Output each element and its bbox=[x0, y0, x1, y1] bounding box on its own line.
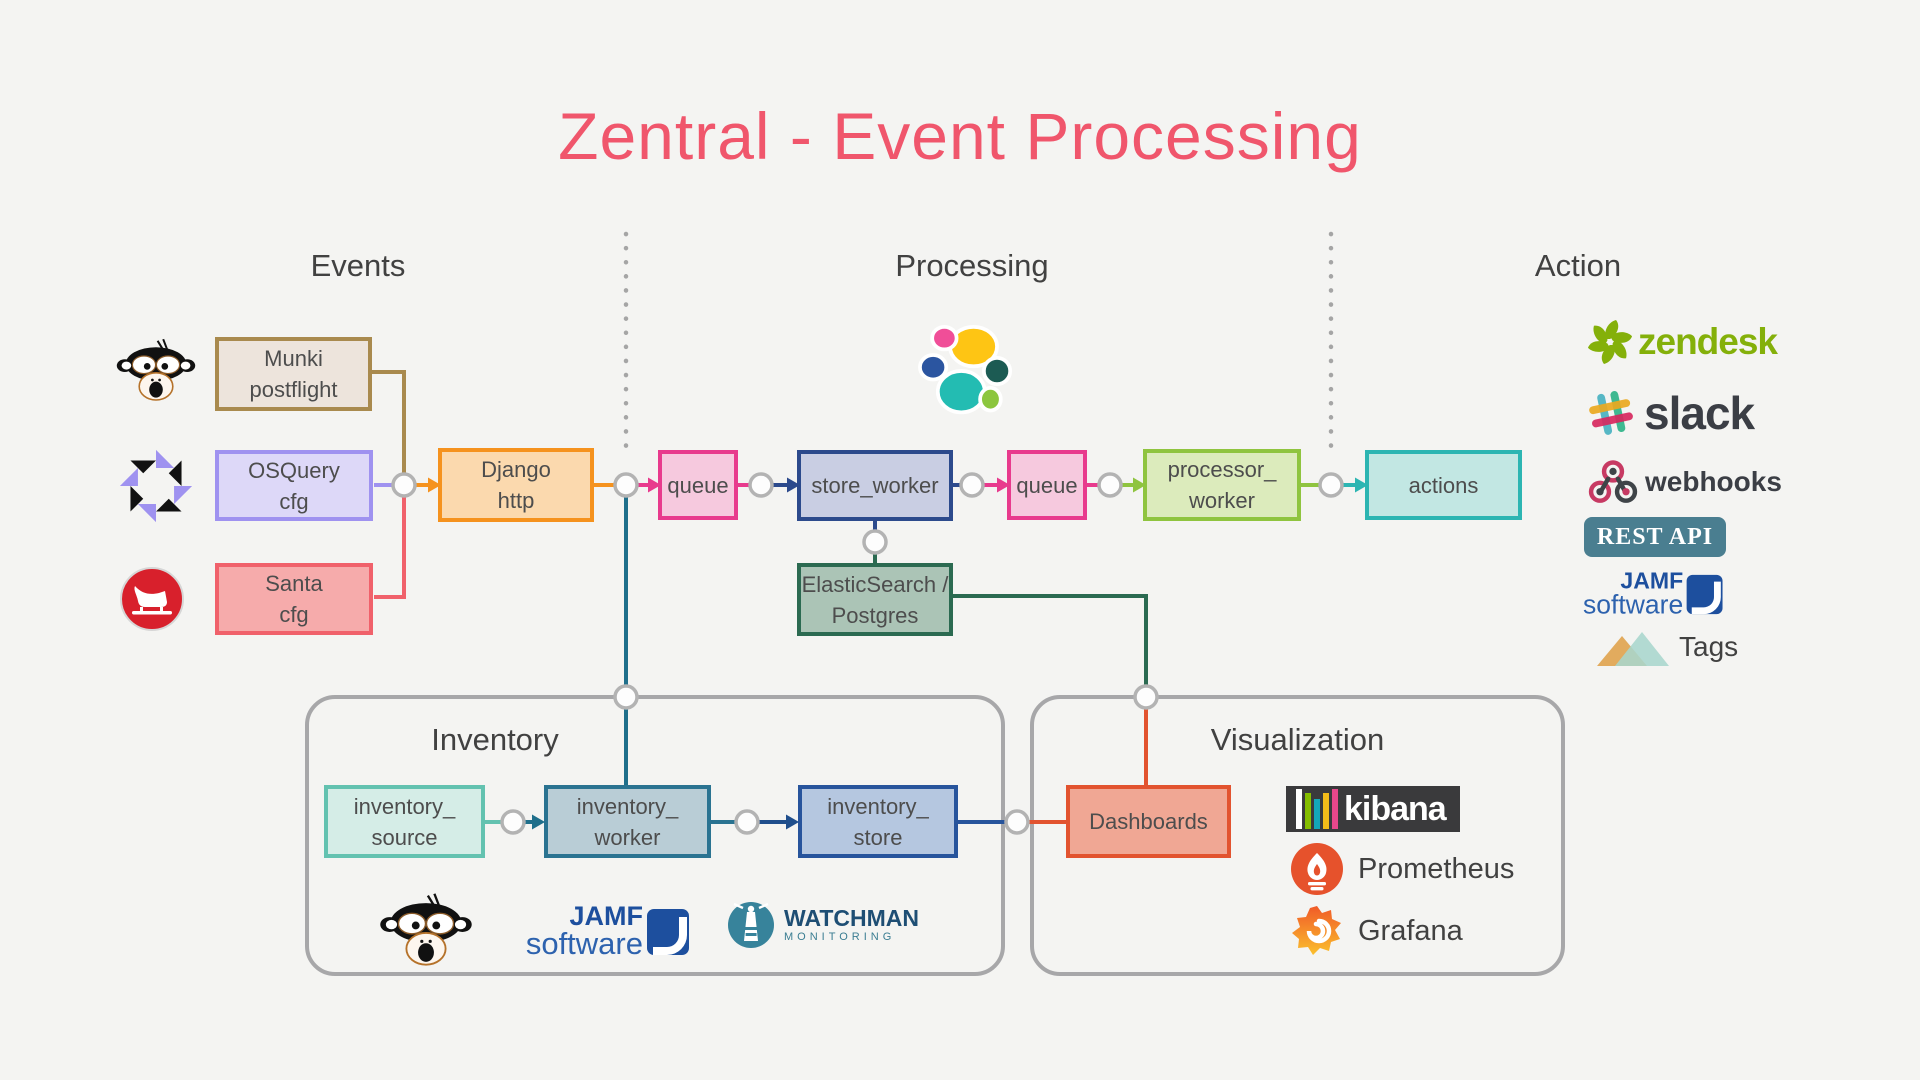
jamf-software-logo-action bbox=[1583, 568, 1723, 620]
grafana-logo: Grafana bbox=[1290, 904, 1463, 958]
inventory-worker-box: inventory_ worker bbox=[544, 785, 711, 858]
kibana-wordmark: kibana bbox=[1344, 789, 1447, 828]
prometheus-icon bbox=[1291, 843, 1343, 895]
osquery-icon bbox=[119, 449, 193, 523]
connector-queue1-store bbox=[748, 472, 774, 498]
elasticsearch-postgres-box: ElasticSearch / Postgres bbox=[797, 563, 953, 636]
slack-logo: slack bbox=[1586, 386, 1755, 440]
santa-icon bbox=[120, 567, 184, 631]
processor-worker-line1: processor_ bbox=[1167, 457, 1277, 482]
edge-santa-junction bbox=[374, 497, 406, 599]
connector-store-elasticsearch bbox=[862, 529, 888, 555]
elastic-logo-icon bbox=[918, 324, 1013, 415]
processor-worker-box: processor_ worker bbox=[1143, 449, 1301, 521]
inventory-source-box: inventory_ source bbox=[324, 785, 485, 858]
actions-label: actions bbox=[1408, 472, 1479, 498]
inventory-store-line2: store bbox=[853, 824, 903, 850]
visualization-title: Visualization bbox=[1210, 722, 1385, 757]
osquery-cfg-box: OSQuery cfg bbox=[215, 450, 373, 521]
queue2-box: queue bbox=[1007, 450, 1087, 520]
dashboards-box: Dashboards bbox=[1066, 785, 1231, 858]
munki-label-line1: Munki bbox=[264, 346, 323, 371]
inventory-worker-line2: worker bbox=[594, 824, 661, 850]
edge-elasticsearch-visualization bbox=[953, 594, 1148, 686]
connector-sources-junction bbox=[391, 472, 417, 498]
kibana-bars-icon bbox=[1296, 789, 1338, 829]
zendesk-label: zendesk bbox=[1638, 321, 1778, 362]
edge-munki-junction bbox=[372, 370, 406, 473]
page-title: Zentral - Event Processing bbox=[558, 99, 1362, 173]
munki-label-line2: postflight bbox=[249, 377, 338, 402]
osquery-label-line2: cfg bbox=[279, 488, 309, 514]
santa-cfg-box: Santa cfg bbox=[215, 563, 373, 635]
section-header-events: Events bbox=[310, 248, 406, 283]
tags-icon bbox=[1597, 632, 1669, 666]
inventory-worker-line1: inventory_ bbox=[576, 793, 679, 819]
munki-postflight-box: Munki postflight bbox=[215, 337, 372, 411]
zendesk-icon bbox=[1587, 320, 1633, 364]
inventory-source-line1: inventory_ bbox=[353, 793, 456, 819]
queue1-label: queue bbox=[667, 472, 729, 498]
inventory-container bbox=[305, 695, 1005, 976]
queue1-box: queue bbox=[658, 450, 738, 520]
store-worker-label: store_worker bbox=[811, 473, 939, 498]
munki-monkey-icon bbox=[116, 338, 196, 401]
connector-processor-actions bbox=[1318, 472, 1344, 498]
processor-worker-line2: worker bbox=[1188, 488, 1255, 513]
watchman-sub-wordmark: MONITORING bbox=[784, 931, 896, 943]
webhooks-icon bbox=[1588, 460, 1638, 503]
connector-store-dashboards bbox=[1004, 809, 1030, 835]
kibana-logo: kibana bbox=[1286, 786, 1460, 832]
storage-label-line1: ElasticSearch / bbox=[801, 571, 949, 597]
queue2-label: queue bbox=[1016, 472, 1078, 498]
watchman-lighthouse-icon bbox=[728, 902, 774, 948]
inventory-store-line1: inventory_ bbox=[827, 793, 929, 819]
dashboards-label: Dashboards bbox=[1089, 809, 1208, 834]
inventory-title: Inventory bbox=[431, 722, 559, 757]
django-http-box: Django http bbox=[438, 448, 594, 522]
connector-store-queue2 bbox=[959, 472, 985, 498]
slack-label: slack bbox=[1644, 387, 1755, 439]
store-worker-box: store_worker bbox=[797, 450, 953, 521]
jamf-software-logo bbox=[525, 901, 689, 961]
watchman-wordmark: WATCHMAN bbox=[784, 905, 919, 931]
connector-queue2-processor bbox=[1097, 472, 1123, 498]
visualization-container bbox=[1030, 695, 1565, 976]
tags-logo: Tags bbox=[1595, 624, 1738, 670]
webhooks-label: webhooks bbox=[1645, 466, 1782, 497]
inventory-source-line2: source bbox=[371, 824, 438, 850]
prometheus-label: Prometheus bbox=[1358, 852, 1515, 885]
watchman-monitoring-logo: WATCHMAN MONITORING bbox=[726, 900, 919, 950]
webhooks-logo: webhooks bbox=[1587, 458, 1782, 506]
santa-label-line2: cfg bbox=[279, 602, 309, 627]
slack-hash-icon bbox=[1589, 391, 1633, 435]
zendesk-logo: zendesk bbox=[1586, 318, 1778, 366]
connector-django-queue1 bbox=[613, 472, 639, 498]
santa-label-line1: Santa bbox=[265, 571, 323, 596]
grafana-label: Grafana bbox=[1358, 914, 1463, 947]
actions-box: actions bbox=[1365, 450, 1522, 520]
django-label-line2: http bbox=[497, 488, 535, 513]
osquery-label-line1: OSQuery bbox=[248, 457, 340, 483]
inventory-store-box: inventory_ store bbox=[798, 785, 958, 858]
storage-label-line2: Postgres bbox=[831, 602, 919, 628]
grafana-icon bbox=[1292, 906, 1341, 955]
munki-monkey-logo bbox=[379, 892, 473, 966]
prometheus-logo: Prometheus bbox=[1290, 842, 1514, 896]
rest-api-label: REST API bbox=[1596, 523, 1714, 550]
tags-label: Tags bbox=[1679, 631, 1739, 662]
rest-api-badge: REST API bbox=[1584, 517, 1726, 557]
section-header-processing: Processing bbox=[895, 248, 1049, 283]
django-label-line1: Django bbox=[481, 457, 551, 482]
section-header-action: Action bbox=[1534, 248, 1622, 283]
